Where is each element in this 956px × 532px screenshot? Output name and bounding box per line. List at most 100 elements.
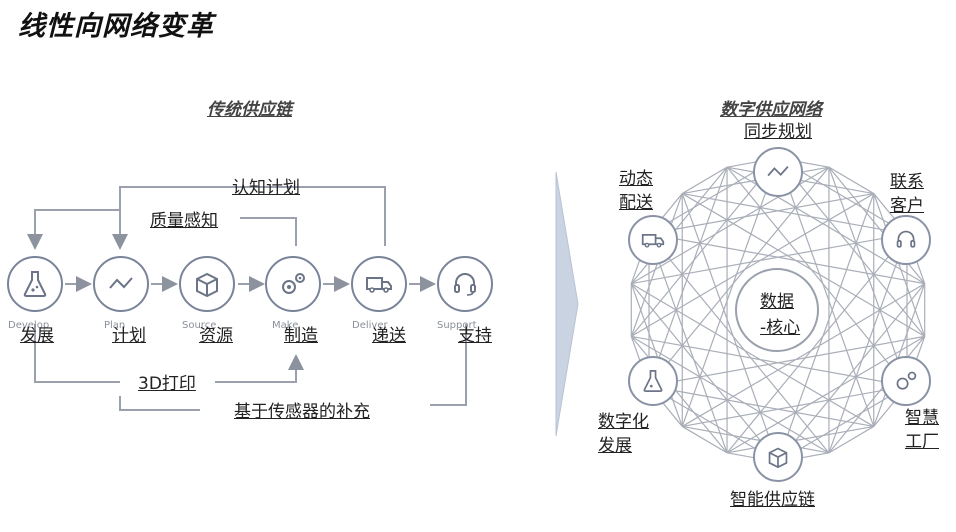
mesh-link [630,335,830,454]
make-label: 制造 [284,326,318,346]
mesh-link [828,336,926,454]
source-ghost-label: Source [182,320,217,331]
mesh-link [777,157,875,427]
smart-factory-line1: 智慧 [905,408,939,428]
3d-printing-label: 3D打印 [138,374,196,394]
mesh-link [630,283,683,427]
plan-ghost-label: Plan [104,320,126,331]
mesh-link [648,166,728,387]
mesh-link [631,233,908,285]
deliver-ghost-label: Deliver [352,320,388,331]
data-core-circle [735,268,819,352]
make-node [265,256,321,312]
mesh-link [648,233,728,454]
mesh-link [873,283,926,427]
page-title: 线性向网络变革 [18,11,214,42]
mesh-link [630,283,875,427]
mesh-link [681,166,728,195]
mesh-link [681,193,926,337]
digital-heading: 数字供应网络 [720,100,822,120]
cognitive-planning-label: 认知计划 [232,178,300,198]
mesh-link [681,193,779,463]
mesh-link [726,335,926,454]
deliver-label: 递送 [372,326,406,346]
headset-icon [454,273,476,296]
truck-icon [366,277,392,293]
dynamic-delivery-line1: 动态 [619,169,653,189]
smart-supply-label: 智能供应链 [730,490,815,510]
headset-icon [896,230,916,248]
smart-factory-line2: 工厂 [905,432,939,452]
smart-factory-node [881,356,931,406]
flask-icon [643,370,663,392]
source-label: 资源 [199,326,233,346]
mesh-link [648,192,874,235]
mesh-link [726,166,908,387]
support-label: 支持 [458,326,492,346]
mesh-link [630,157,779,337]
transition-chevron [555,171,579,437]
mesh-link [682,425,830,454]
mesh-link [777,283,926,463]
traditional-heading: 传统供应链 [207,100,292,120]
data-core-line1: 数据 [760,292,794,312]
mesh-link [648,335,925,387]
gears-icon [896,371,917,390]
mesh-link [681,157,779,427]
deliver-node [351,256,407,312]
mesh-link [630,193,875,337]
mesh-link [828,166,875,195]
support-ghost-label: Support [437,320,477,331]
mesh-link [873,193,926,337]
gears-icon [282,273,305,294]
box-icon [768,447,788,469]
mesh-link [648,385,874,428]
dynamic-delivery-line2: 配送 [619,193,653,213]
sensor-replenishment-label: 基于传感器的补充 [234,402,370,422]
mesh-link [648,166,830,387]
develop-node [7,256,63,312]
support-node [437,256,493,312]
trend-icon [109,277,133,289]
flask-icon [23,271,47,297]
dynamic-delivery-node [628,215,678,265]
plan-label: 计划 [112,326,146,346]
connected-customer-line1: 联系 [890,172,924,192]
mesh-link [682,385,908,428]
digital-development-node [628,356,678,406]
mesh-link [828,425,875,454]
plan-node [93,256,149,312]
develop-label: 发展 [20,326,54,346]
mesh-link [681,425,728,454]
box-icon [196,272,218,298]
digital-development-line1: 数字化 [598,412,649,432]
mesh-link [828,166,908,387]
mesh-link [777,193,875,463]
make-ghost-label: Make [272,320,299,331]
mesh-link [726,425,874,454]
digital-development-line2: 发展 [598,436,632,456]
mesh-link [631,335,908,387]
mesh-link [777,157,926,337]
quality-sensing-label: 质量感知 [150,211,218,231]
connected-customer-line2: 客户 [890,196,924,216]
smart-supply-node [753,432,803,482]
trend-icon [767,166,789,177]
mesh-link [828,233,908,454]
source-node [179,256,235,312]
truck-icon [641,234,665,248]
develop-ghost-label: Develop [8,320,50,331]
mesh-link [648,233,925,285]
mesh-link [682,192,908,235]
connected-customer-node [881,215,931,265]
mesh-link [630,283,779,463]
mesh-link [681,283,926,427]
mesh-link [726,233,908,454]
data-core-line2: -核心 [760,318,801,338]
sync-planning-label: 同步规划 [744,122,812,142]
mesh-link [630,193,683,337]
mesh-link [630,336,728,454]
sync-planning-node [753,147,803,197]
